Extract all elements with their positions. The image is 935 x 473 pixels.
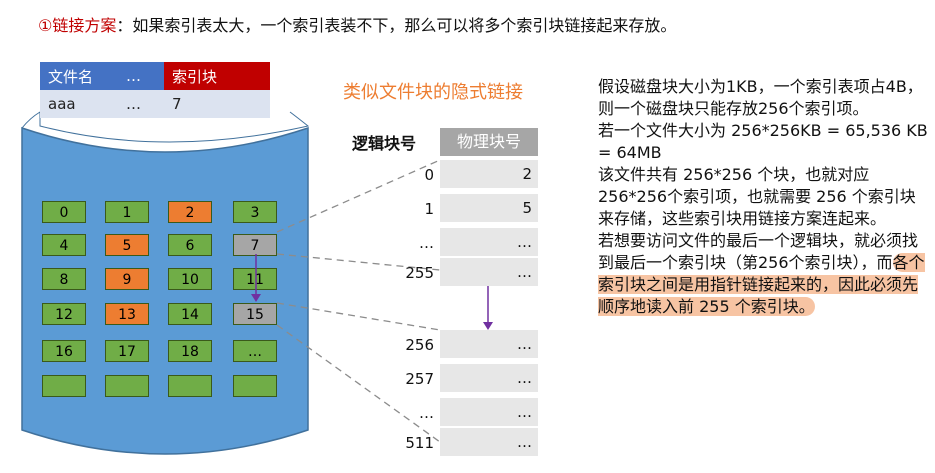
physical-cell: 5 <box>440 194 538 222</box>
disk-block: 18 <box>168 340 212 362</box>
physical-cell: … <box>440 398 538 426</box>
disk-block: 7 <box>233 234 277 256</box>
cell-index-block: 7 <box>164 90 270 118</box>
headline-number: ① <box>38 16 53 35</box>
physical-cell: … <box>440 428 538 456</box>
disk-block: 12 <box>42 303 86 325</box>
header-ellipsis: … <box>118 62 164 90</box>
disk-block: 15 <box>233 303 277 325</box>
disk-block: 6 <box>168 234 212 256</box>
disk-block <box>42 375 86 397</box>
disk-block <box>233 375 277 397</box>
physical-cell: … <box>440 258 538 286</box>
physical-cell: 2 <box>440 160 538 188</box>
logical-cell: 255 <box>405 264 434 282</box>
headline-title: 链接方案 <box>52 16 117 35</box>
disk-block: 9 <box>105 268 149 290</box>
disk-block <box>168 375 212 397</box>
file-directory-table: 文件名 … 索引块 aaa … 7 <box>40 62 270 118</box>
disk-block: … <box>233 340 277 362</box>
physical-block-header: 物理块号 <box>440 128 538 156</box>
explanation-text: 假设磁盘块大小为1KB，一个索引表项占4B，则一个磁盘块只能存放256个索引项。… <box>598 76 928 318</box>
explanation-p1: 假设磁盘块大小为1KB，一个索引表项占4B，则一个磁盘块只能存放256个索引项。 <box>598 77 923 118</box>
cell-ellipsis: … <box>118 90 164 118</box>
explanation-p4: 若想要访问文件的最后一个逻辑块，就必须找到最后一个索引块（第256个索引块），而… <box>598 230 928 318</box>
headline: ①链接方案：如果索引表太大，一个索引表装不下，那么可以将多个索引块链接起来存放。 <box>38 12 676 36</box>
logical-cell: 0 <box>424 166 434 184</box>
header-index-block: 索引块 <box>164 62 270 90</box>
disk-block: 2 <box>168 201 212 223</box>
logical-cell: 257 <box>405 370 434 388</box>
disk-block: 5 <box>105 234 149 256</box>
disk-block: 10 <box>168 268 212 290</box>
logical-block-header: 逻辑块号 <box>352 134 417 153</box>
disk-block: 17 <box>105 340 149 362</box>
disk-block: 13 <box>105 303 149 325</box>
disk-block <box>105 375 149 397</box>
disk-block: 1 <box>105 201 149 223</box>
logical-cell: 256 <box>405 336 434 354</box>
cell-filename: aaa <box>40 90 118 118</box>
disk-block: 4 <box>42 234 86 256</box>
disk-block: 0 <box>42 201 86 223</box>
physical-cell: … <box>440 364 538 392</box>
physical-cell: … <box>440 228 538 256</box>
disk-block: 16 <box>42 340 86 362</box>
physical-cell: … <box>440 330 538 358</box>
headline-text: ：如果索引表太大，一个索引表装不下，那么可以将多个索引块链接起来存放。 <box>116 16 677 35</box>
logical-cell: … <box>419 404 434 422</box>
disk-block: 11 <box>233 268 277 290</box>
logical-cell: 1 <box>424 200 434 218</box>
logical-cell: 511 <box>405 434 434 452</box>
explanation-p4-lead: 若想要访问文件的最后一个逻辑块，就必须找到最后一个索引块（第256个索引块），而 <box>598 231 919 272</box>
disk-block: 3 <box>233 201 277 223</box>
logical-cell: … <box>419 234 434 252</box>
explanation-p2: 若一个文件大小为 256*256KB = 65,536 KB = 64MB <box>598 121 928 162</box>
explanation-p3: 该文件共有 256*256 个块，也就对应256*256个索引项，也就需要 25… <box>598 165 916 228</box>
header-filename: 文件名 <box>40 62 118 90</box>
implicit-link-label: 类似文件块的隐式链接 <box>343 82 523 103</box>
disk-block: 14 <box>168 303 212 325</box>
disk-block: 8 <box>42 268 86 290</box>
